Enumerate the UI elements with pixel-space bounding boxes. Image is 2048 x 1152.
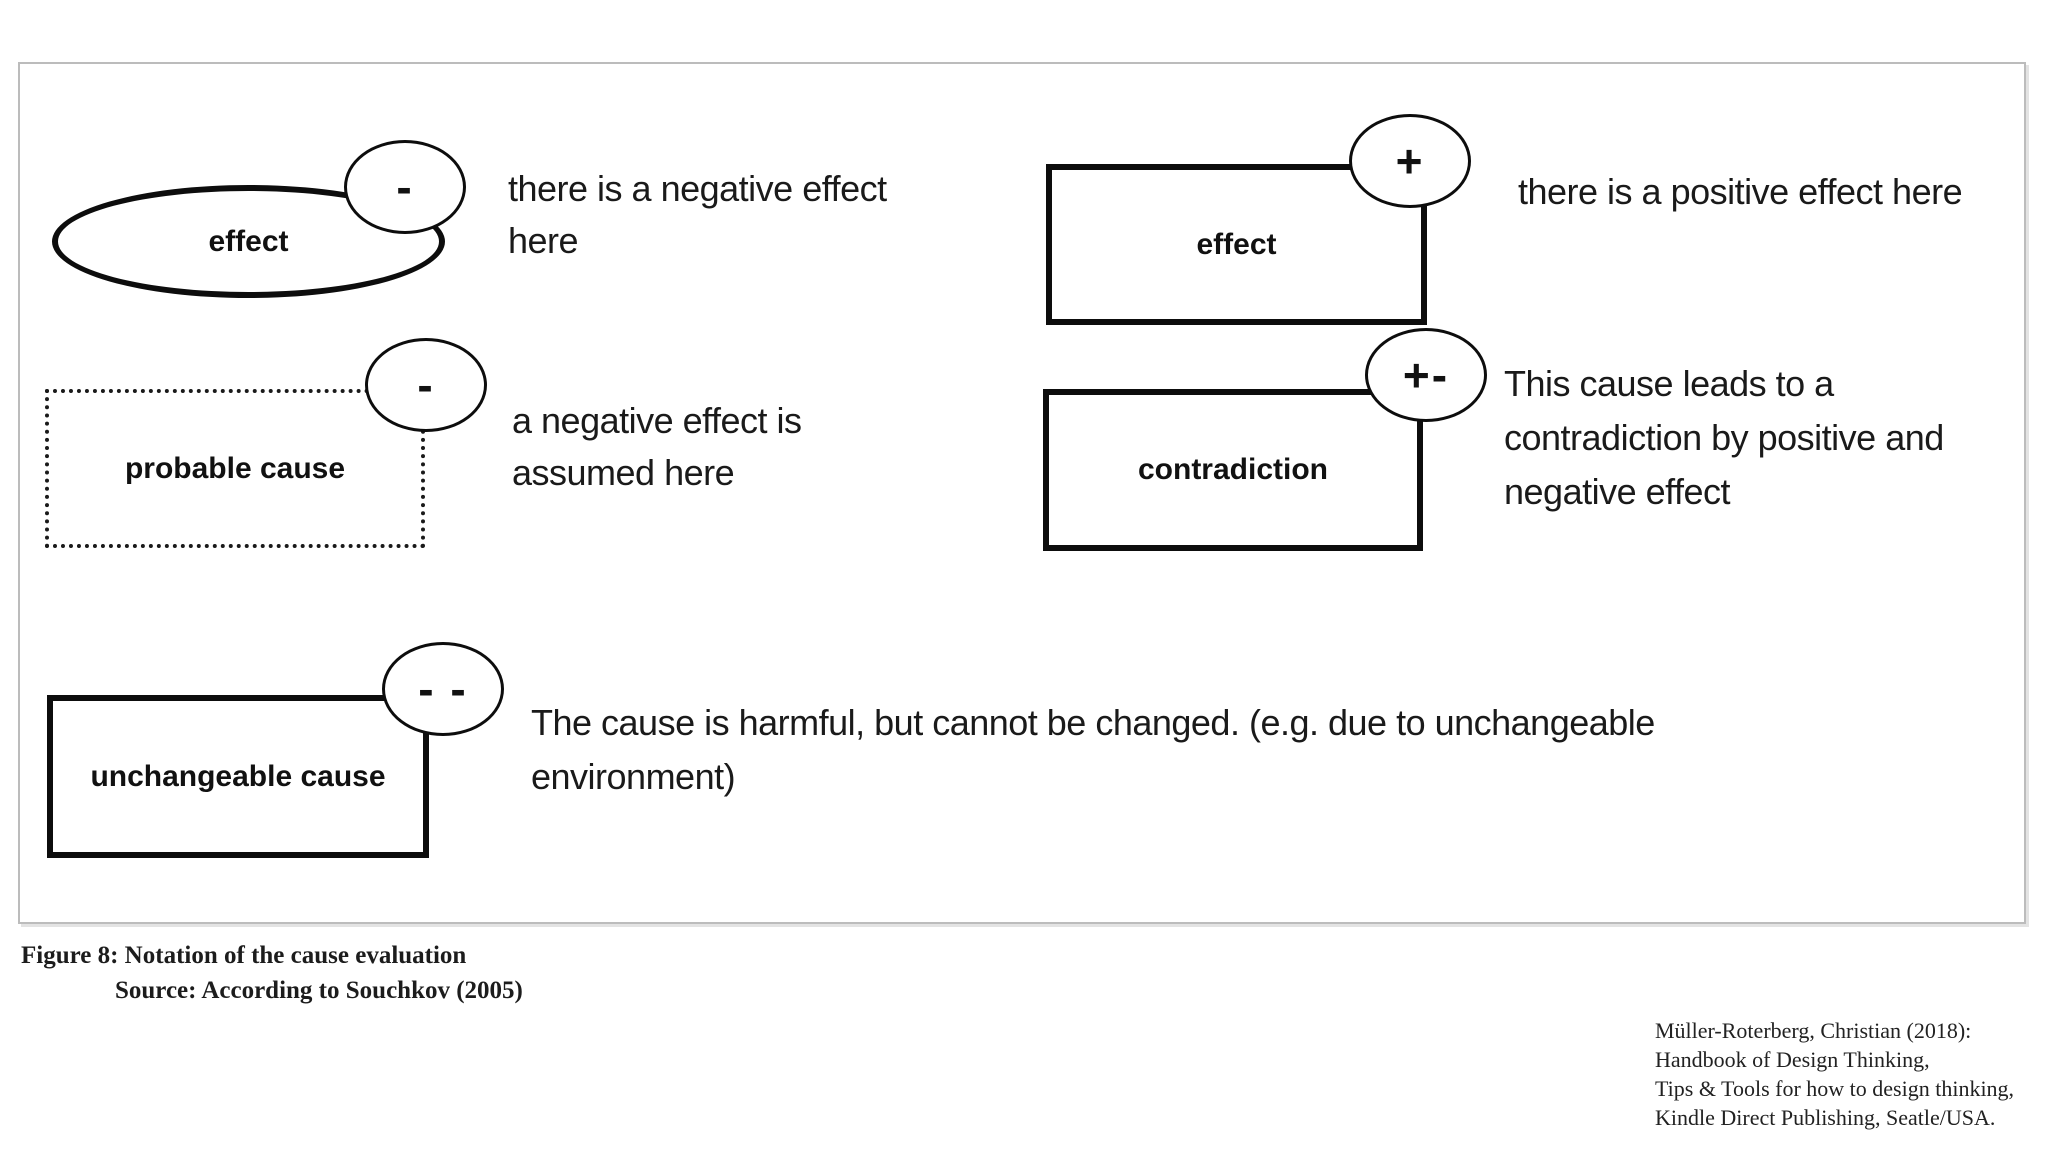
- citation-line: Tips & Tools for how to design thinking,: [1655, 1076, 2015, 1101]
- figure-caption-source: Source: According to Souchkov (2005): [115, 977, 523, 1004]
- shape-label: effect: [208, 224, 289, 258]
- negative-effect-note: there is a negative effect here: [508, 168, 887, 261]
- shape-label: probable cause: [124, 451, 346, 485]
- shape-label: contradiction: [1137, 453, 1328, 486]
- probable-cause-rect: probable cause: [45, 389, 425, 548]
- plus-minus-badge-icon: +-: [1365, 328, 1487, 422]
- unchangeable-note: The cause is harmful, but cannot be chan…: [531, 702, 1655, 797]
- shape-label: effect: [1196, 227, 1277, 261]
- assumed-negative-note: a negative effect is assumed here: [512, 400, 802, 493]
- book-citation: Müller-Roterberg, Christian (2018): Hand…: [1655, 1016, 2014, 1132]
- unchangeable-cause-rect: unchangeable cause: [47, 695, 429, 858]
- citation-line: Handbook of Design Thinking,: [1655, 1047, 1930, 1072]
- citation-line: Müller-Roterberg, Christian (2018):: [1655, 1018, 1972, 1043]
- minus-badge-icon: -: [344, 140, 466, 234]
- shape-label: unchangeable cause: [90, 759, 386, 793]
- positive-effect-note: there is a positive effect here: [1518, 171, 1963, 212]
- double-minus-badge-icon: - -: [382, 642, 504, 736]
- plus-badge-icon: +: [1349, 114, 1471, 208]
- citation-line: Kindle Direct Publishing, Seatle/USA.: [1655, 1105, 1996, 1130]
- contradiction-note: This cause leads to a contradiction by p…: [1504, 363, 1944, 512]
- contradiction-rect: contradiction: [1043, 389, 1423, 551]
- minus-badge-icon: -: [365, 338, 487, 432]
- figure-caption-title: Figure 8: Notation of the cause evaluati…: [21, 942, 467, 969]
